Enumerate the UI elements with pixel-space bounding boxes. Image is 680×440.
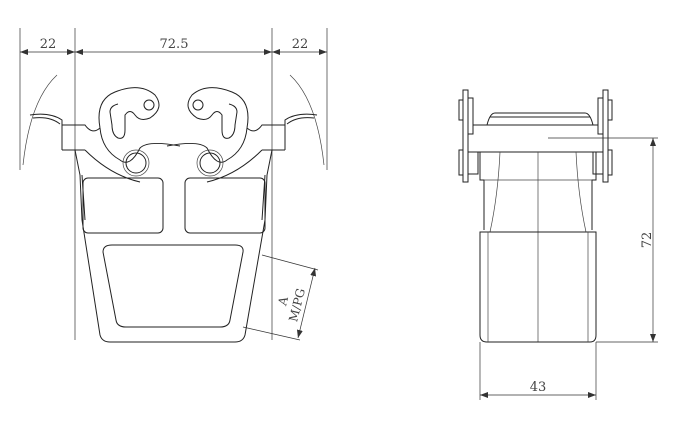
dim-label-thread: M/PG: [286, 287, 308, 323]
front-view: A M/PG 22 72.5 22: [19, 28, 328, 343]
dim-width: 43: [530, 380, 547, 395]
dim-height: 72: [640, 232, 655, 249]
dim-label-a: A: [275, 295, 291, 308]
side-view: 72 43: [458, 89, 658, 400]
dim-right-wing: 22: [292, 37, 309, 52]
dim-left-wing: 22: [40, 37, 57, 52]
dim-center-width: 72.5: [160, 37, 189, 52]
